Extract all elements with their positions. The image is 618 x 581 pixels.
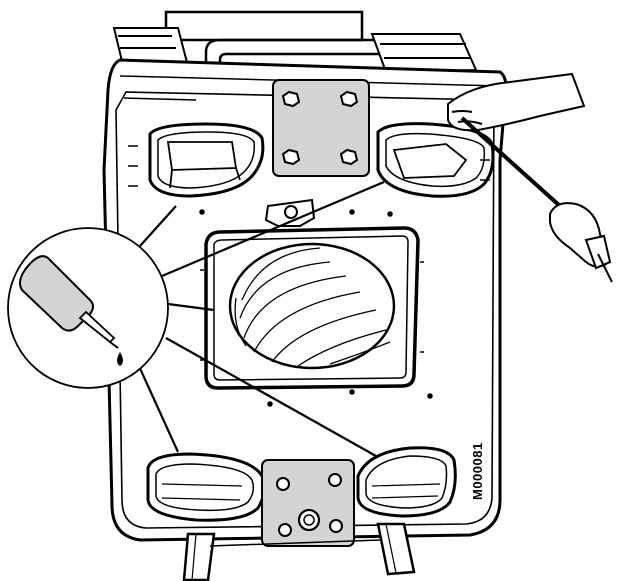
lubricant-inset: [7, 227, 169, 389]
bottom-mount-plate: [261, 459, 355, 547]
bottom-legs: [182, 522, 416, 581]
central-door: [204, 226, 420, 390]
center-bracket: [264, 198, 316, 227]
probe-rod: [460, 116, 562, 208]
hand-upper-icon: [447, 72, 586, 132]
side-tabs: [128, 145, 490, 407]
figure-code-label: M000081: [470, 442, 485, 500]
pointer-lines: [136, 180, 385, 457]
bottom-right-recess: [356, 446, 457, 518]
bottom-left-recess: [146, 452, 266, 522]
hand-lower-icon: [549, 202, 613, 283]
upper-right-recess: [376, 122, 495, 198]
lubricant-tube-icon: [19, 255, 123, 366]
upper-left-recess: [148, 122, 265, 198]
top-mount-plate: [272, 79, 370, 177]
